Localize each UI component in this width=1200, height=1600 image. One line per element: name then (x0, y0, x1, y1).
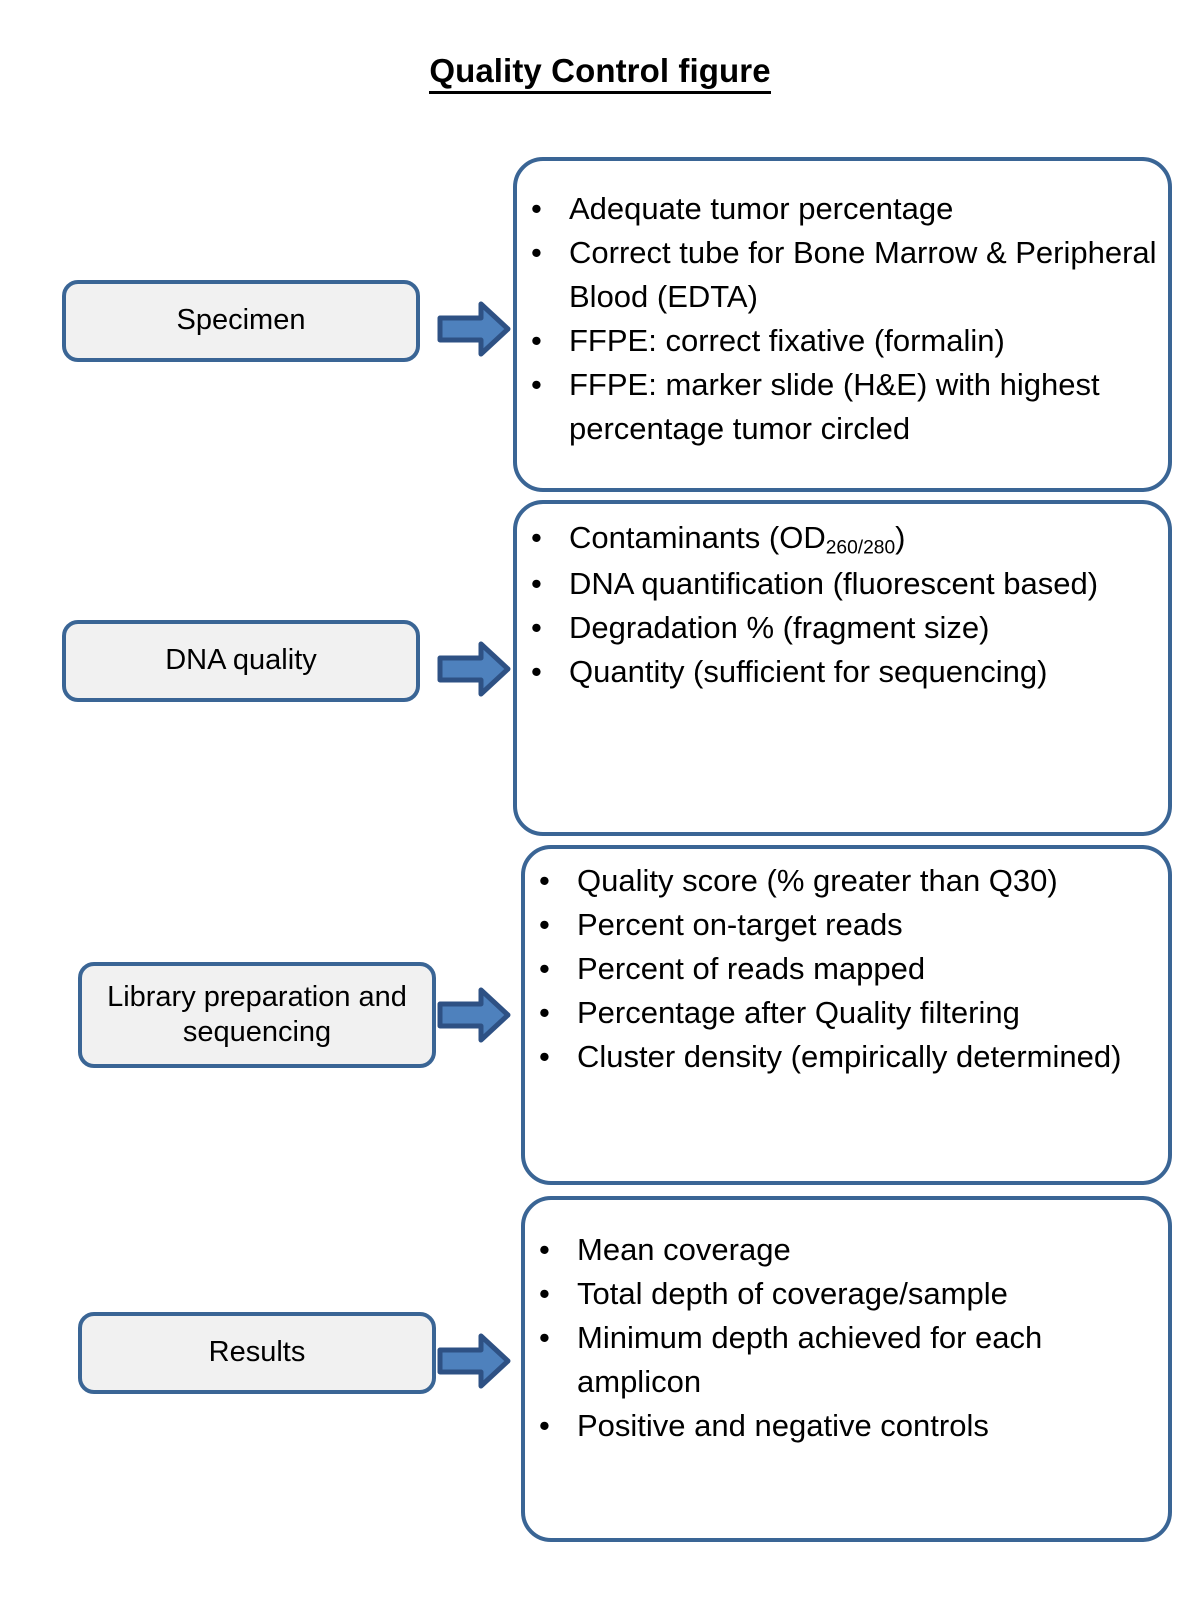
stage-panel-specimen: • Adequate tumor percentage • Correct tube … (513, 157, 1172, 492)
bullet-text-suffix: ) (895, 520, 906, 555)
page-title: Quality Control figure (0, 52, 1200, 94)
bullet-text: Percent on-target reads (577, 907, 903, 943)
bullet-item: • Correct tube for Bone Marrow & Peripher… (517, 231, 1168, 319)
stage-label-text: DNA quality (165, 644, 317, 677)
stage-label-results[interactable]: Results (78, 1312, 436, 1394)
bullet-text: Percentage after Quality filtering (577, 995, 1020, 1031)
bullet-dot-icon: • (531, 191, 542, 226)
bullet-text: FFPE: marker slide (H&E) with highest pe… (569, 367, 1100, 447)
bullet-text: Mean coverage (577, 1232, 791, 1267)
bullet-item: • Positive and negative controls (525, 1404, 1168, 1448)
bullet-item: • Percent of reads mapped (525, 947, 1168, 991)
bullet-item: • Percent on-target reads (525, 903, 1168, 947)
bullet-dot-icon: • (539, 1408, 550, 1444)
bullet-dot-icon: • (531, 520, 542, 555)
bullet-dot-icon: • (539, 1232, 550, 1267)
stage-label-dna-quality[interactable]: DNA quality (62, 620, 420, 702)
bullet-list-dna-quality: • Contaminants (OD260/280) • DNA quantifica… (517, 516, 1168, 694)
page-title-text: Quality Control figure (429, 52, 771, 94)
bullet-text: Positive and negative controls (577, 1408, 989, 1444)
bullet-text: Contaminants (OD260/280) (569, 516, 1168, 562)
bullet-text-main: Contaminants (OD (569, 520, 826, 555)
bullet-item: • Contaminants (OD260/280) (517, 516, 1168, 562)
bullet-item: • FFPE: correct fixative (formalin) (517, 319, 1168, 363)
bullet-text: Adequate tumor percentage (569, 191, 954, 226)
bullet-item: • Total depth of coverage/sample (525, 1272, 1168, 1316)
bullet-item: • Quantity (sufficient for sequencing) (517, 650, 1168, 694)
bullet-dot-icon: • (531, 323, 542, 359)
bullet-dot-icon: • (539, 1320, 550, 1356)
bullet-dot-icon: • (531, 367, 542, 403)
bullet-item: • Minimum depth achieved for each amplico… (525, 1316, 1168, 1404)
bullet-item: • Adequate tumor percentage (517, 187, 1168, 231)
bullet-text: Quantity (sufficient for sequencing) (569, 653, 1048, 689)
bullet-item: • Quality score (% greater than Q30) (525, 859, 1168, 903)
bullet-text: Minimum depth achieved for each amplicon (577, 1320, 1043, 1400)
bullet-list-library-preparation-and-sequencing: • Quality score (% greater than Q30) • Perc… (525, 859, 1168, 1079)
bullet-list-results: • Mean coverage • Total depth of coverage/s… (525, 1228, 1168, 1448)
bullet-dot-icon: • (539, 1039, 550, 1075)
bullet-dot-icon: • (539, 995, 550, 1031)
bullet-text: Quality score (% greater than Q30) (577, 863, 1058, 898)
stage-label-specimen[interactable]: Specimen (62, 280, 420, 362)
stage-label-text: Library preparation and sequencing (107, 980, 407, 1048)
arrow-dna-quality-icon (437, 640, 511, 698)
stage-label-text: Specimen (176, 304, 306, 337)
bullet-dot-icon: • (531, 609, 542, 645)
bullet-dot-icon: • (531, 653, 542, 689)
bullet-dot-icon: • (539, 907, 550, 943)
bullet-item: • Percentage after Quality filtering (525, 991, 1168, 1035)
bullet-dot-icon: • (539, 1276, 550, 1312)
bullet-item: • Mean coverage (525, 1228, 1168, 1272)
bullet-text-subscript: 260/280 (825, 537, 896, 559)
bullet-text: Correct tube for Bone Marrow & Periphera… (569, 235, 1157, 315)
arrow-results-icon (437, 1332, 511, 1390)
bullet-text: DNA quantification (fluorescent based) (569, 565, 1099, 601)
stage-label-text: Results (208, 1336, 306, 1369)
arrow-library-prep-icon (437, 986, 511, 1044)
bullet-text: Degradation % (fragment size) (569, 609, 990, 645)
bullet-dot-icon: • (539, 863, 550, 898)
bullet-dot-icon: • (531, 235, 542, 271)
stage-panel-results: • Mean coverage • Total depth of coverage/s… (521, 1196, 1172, 1542)
stage-panel-library-preparation-and-sequencing: • Quality score (% greater than Q30) • Perc… (521, 845, 1172, 1185)
bullet-item: • Cluster density (empirically determined… (525, 1035, 1168, 1079)
bullet-dot-icon: • (531, 565, 542, 601)
bullet-text: Cluster density (empirically determined) (577, 1039, 1122, 1075)
bullet-item: • Degradation % (fragment size) (517, 606, 1168, 650)
stage-panel-dna-quality: • Contaminants (OD260/280) • DNA quantifica… (513, 500, 1172, 836)
bullet-item: • DNA quantification (fluorescent based) (517, 562, 1168, 606)
bullet-dot-icon: • (539, 951, 550, 987)
bullet-text: FFPE: correct fixative (formalin) (569, 323, 1005, 359)
bullet-list-specimen: • Adequate tumor percentage • Correct tube … (517, 187, 1168, 451)
arrow-specimen-icon (437, 300, 511, 358)
bullet-text: Percent of reads mapped (577, 951, 926, 987)
bullet-item: • FFPE: marker slide (H&E) with highest p… (517, 363, 1168, 451)
stage-label-library-preparation-and-sequencing[interactable]: Library preparation and sequencing (78, 962, 436, 1068)
bullet-text: Total depth of coverage/sample (577, 1276, 1008, 1312)
